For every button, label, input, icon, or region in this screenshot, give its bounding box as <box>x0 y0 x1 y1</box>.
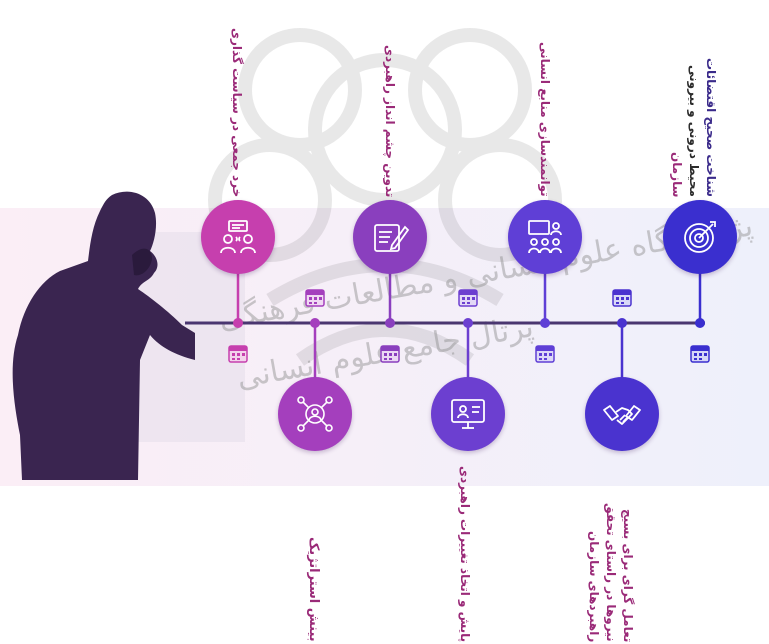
calendar-icon <box>380 345 400 363</box>
calendar-icon <box>305 289 325 307</box>
timeline-dot-5 <box>540 318 550 328</box>
monitor-icon <box>451 399 485 429</box>
node-collective-wisdom <box>201 200 275 274</box>
calendar-icon <box>228 345 248 363</box>
training-icon <box>528 220 562 254</box>
node-strategic-insight <box>278 377 352 451</box>
label-strategic-insight: بینش استراتژیک <box>306 537 321 642</box>
timeline-dot-4 <box>463 318 473 328</box>
writing-icon <box>374 224 410 252</box>
node-interaction <box>585 377 659 451</box>
node-vision <box>353 200 427 274</box>
thinking-man-silhouette <box>12 191 195 480</box>
handshake-icon <box>603 405 641 425</box>
timeline-dot-2 <box>310 318 320 328</box>
timeline-dot-6 <box>617 318 627 328</box>
target-icon <box>684 221 716 253</box>
label-hr-empowerment: توانمندسازی منابع انسانی <box>538 42 552 197</box>
calendar-icon <box>458 289 478 307</box>
label-collective-wisdom: خرد جمعی در سیاست گذاری <box>230 27 244 197</box>
calendar-icon <box>535 345 555 363</box>
calendar-icon <box>612 289 632 307</box>
node-monitoring <box>431 377 505 451</box>
network-icon <box>297 396 333 432</box>
timeline-dot-1 <box>233 318 243 328</box>
label-env-scanning: شناخت صحیح اقتضائات محیط درونی و بیرونی … <box>670 58 718 197</box>
meeting-icon <box>220 220 256 254</box>
timeline-dot-3 <box>385 318 395 328</box>
calendar-icon <box>690 345 710 363</box>
timeline-dot-7 <box>695 318 705 328</box>
label-interaction: تعامل گرای برای بسیج نیروها در راستای تح… <box>587 503 635 642</box>
label-vision: تدوین چشم انداز راهبردی <box>383 44 397 197</box>
label-monitoring: پایش و اتخاذ تغییرات راهبردی <box>458 465 472 642</box>
node-hr-empowerment <box>508 200 582 274</box>
node-env-scanning <box>663 200 737 274</box>
